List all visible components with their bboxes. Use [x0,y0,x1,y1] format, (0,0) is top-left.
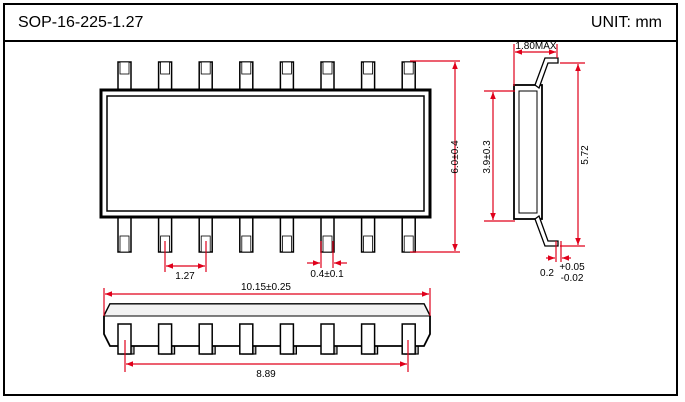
side-height-label: 5.72 [580,145,591,165]
top-pin-tip [403,61,414,75]
side-height-dimension [560,62,585,247]
top-pin-tip [119,61,130,75]
front-pin [279,323,295,355]
front-view [103,303,431,355]
front-pin [239,323,254,355]
front-pin [157,323,173,355]
bottom-pin-tip [363,235,374,253]
side-lead-top [534,57,559,90]
bottom-pin-tip [322,235,333,253]
top-pin-tip [281,61,292,75]
side-lead-bottom [534,214,559,247]
front-pin-fronts [117,323,416,355]
top-view [99,61,432,253]
body-length-label: 10.15±0.25 [241,282,291,293]
lead-width-label: 0.4±0.1 [310,269,344,280]
bottom-pins [117,214,416,253]
package-body-inner [106,95,425,212]
bottom-pin-tip [119,235,130,253]
front-pin [401,323,416,355]
side-body-inner [518,90,538,214]
top-pin-tip [322,61,333,75]
total-height-label: 6.0±0.4 [450,140,461,174]
front-pin [198,323,213,355]
body-width-dimension [484,90,515,222]
body-width-label: 3.9±0.3 [482,140,493,174]
body-length-dimension [103,288,431,316]
bottom-pin-tip [403,235,414,253]
front-body-shading [103,303,431,317]
top-pin-tip [363,61,374,75]
lead-thickness-dimension [546,241,571,262]
max-thickness-label: 1.80MAX [515,41,556,52]
bottom-pin-tip [281,235,292,253]
lead-thickness-tol-minus: -0.02 [561,273,584,284]
max-thickness-dimension [513,44,558,86]
pin-span-dimension [124,340,409,372]
title-bar: SOP-16-225-1.27 UNIT: mm [5,5,676,42]
front-pin [320,323,335,355]
top-pin-tip [241,61,252,75]
package-title: SOP-16-225-1.27 [18,14,144,31]
top-pin-tip [200,61,211,75]
pitch-label: 1.27 [175,271,195,282]
lead-thickness-label: 0.2 [540,268,554,279]
drawing-frame: SOP-16-225-1.27 UNIT: mm [3,3,678,396]
lead-width-dimension [307,241,347,268]
total-height-dimension [410,60,460,253]
unit-label: UNIT: mm [590,14,662,31]
bottom-pin-tip [241,235,252,253]
pitch-dimension [164,241,207,272]
front-pin [360,323,376,355]
top-pin-tip [160,61,171,75]
lead-thickness-tol-plus: +0.05 [559,262,585,273]
top-pins [117,61,416,93]
pin-span-label: 8.89 [256,369,276,380]
side-view [513,57,559,247]
